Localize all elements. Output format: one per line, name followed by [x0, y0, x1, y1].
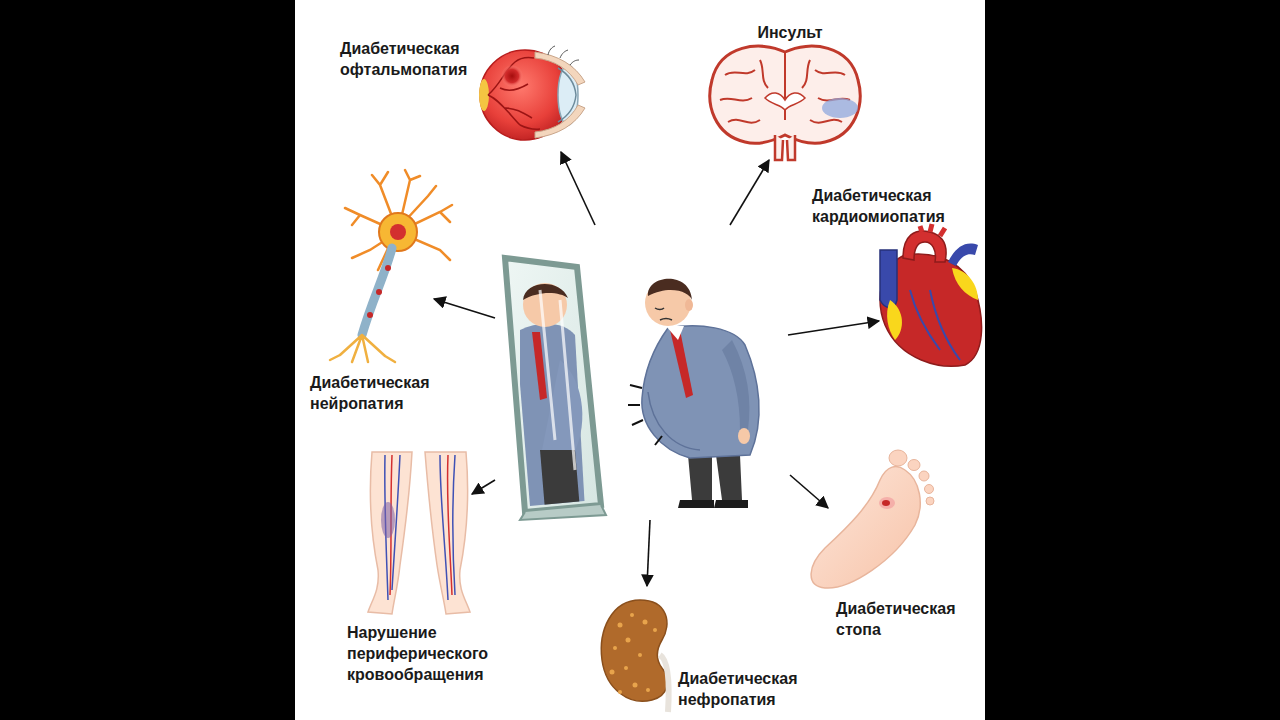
neuron-illustration-part	[362, 248, 392, 335]
brain-illustration	[710, 46, 860, 160]
arrow-legs	[472, 480, 495, 494]
heart-illustration-part	[920, 224, 945, 236]
kidney-illustration-part-part	[618, 690, 622, 694]
mirror-illustration-part	[520, 505, 606, 520]
kidney-illustration-part	[660, 655, 669, 712]
complication-label: Диабетическая нейропатия	[310, 372, 460, 414]
neuron-illustration-part	[376, 289, 382, 295]
man-illustration-part	[685, 299, 693, 311]
foot-illustration-part	[925, 485, 934, 494]
man-illustration-part	[670, 330, 693, 398]
neuron-illustration-part	[345, 170, 452, 270]
arrow-eye	[561, 152, 595, 225]
man-illustration-part	[688, 455, 742, 500]
foot-illustration-part	[919, 471, 929, 481]
heart-illustration-part	[952, 268, 978, 300]
kidney-illustration-part-part	[613, 646, 617, 650]
heart-illustration-part	[910, 290, 960, 360]
mirror-illustration-part	[505, 258, 601, 512]
kidney-illustration-part	[610, 613, 658, 694]
eye-illustration-part	[488, 58, 540, 130]
man-illustration-part	[666, 326, 684, 340]
man-illustration-part	[722, 340, 749, 430]
complication-label: Диабетическая офтальмопатия	[340, 38, 490, 80]
eye-illustration-part	[501, 65, 523, 87]
kidney-illustration-part-part	[638, 653, 642, 657]
foot-illustration-part	[889, 450, 907, 466]
man-illustration-part	[738, 428, 750, 444]
neuron-illustration-part	[390, 224, 406, 240]
kidney-illustration-part-part	[643, 620, 648, 625]
foot-illustration-part	[926, 497, 934, 505]
neuron-illustration	[330, 170, 452, 362]
kidney-illustration	[601, 600, 668, 712]
heart-illustration-part	[887, 300, 902, 340]
kidney-illustration-part-part	[626, 638, 631, 643]
foot-illustration-part	[908, 460, 920, 471]
legs-illustration-part	[390, 455, 452, 595]
mirror-illustration-part	[540, 290, 575, 470]
heart-illustration-part	[948, 244, 978, 266]
heart-illustration	[880, 224, 982, 366]
complication-label: Диабетическая кардиомиопатия	[812, 185, 984, 227]
man-illustration-part	[648, 279, 692, 300]
eye-illustration-part	[548, 46, 579, 65]
brain-illustration-part	[775, 135, 795, 160]
man-illustration-part	[628, 385, 662, 445]
neuron-illustration-part	[385, 265, 391, 271]
complication-label: Нарушение периферического кровообращения	[347, 622, 517, 685]
kidney-illustration-part-part	[633, 683, 638, 688]
heart-illustration-part	[880, 250, 897, 308]
arrow-heart	[788, 321, 879, 335]
mirror-illustration-part-part	[523, 284, 568, 300]
brain-illustration-part	[765, 93, 805, 110]
kidney-illustration-part	[601, 600, 667, 701]
complication-label: Инсульт	[740, 22, 840, 43]
foot-illustration-part	[811, 467, 920, 589]
kidney-illustration-part-part	[618, 623, 623, 628]
neuron-illustration-part	[330, 335, 395, 362]
eye-illustration-part	[479, 79, 489, 111]
kidney-illustration-part-part	[653, 628, 657, 632]
neuron-illustration-part	[379, 213, 417, 251]
neuron-illustration-part	[367, 312, 373, 318]
arrow-kidney	[647, 520, 650, 586]
complication-label: Диабетическая нефропатия	[678, 668, 828, 710]
legs-illustration-part	[381, 502, 395, 538]
kidney-illustration-part-part	[610, 670, 615, 675]
eye-illustration	[479, 46, 585, 140]
mirror-illustration-part	[520, 283, 585, 510]
man-illustration-part	[678, 500, 748, 508]
man-illustration-part	[655, 308, 672, 320]
brain-illustration-part	[822, 98, 858, 118]
man-illustration-part	[648, 392, 700, 450]
arrow-neuron	[434, 299, 495, 318]
legs-illustration-part	[385, 455, 455, 600]
kidney-illustration-part-part	[646, 688, 650, 692]
complication-label: Диабетическая стопа	[836, 598, 981, 640]
arrow-foot	[790, 475, 828, 508]
legs-illustration	[368, 452, 470, 614]
eye-illustration-part	[535, 105, 585, 138]
foot-illustration-part	[882, 500, 890, 506]
mirror-illustration	[505, 258, 606, 520]
kidney-illustration-part-part	[624, 666, 628, 670]
arrow-brain	[730, 160, 769, 225]
kidney-illustration-part-part	[630, 613, 634, 617]
brain-illustration-part	[710, 46, 860, 143]
foot-illustration	[811, 450, 934, 588]
man-illustration	[628, 279, 759, 508]
foot-illustration-part	[879, 497, 895, 509]
